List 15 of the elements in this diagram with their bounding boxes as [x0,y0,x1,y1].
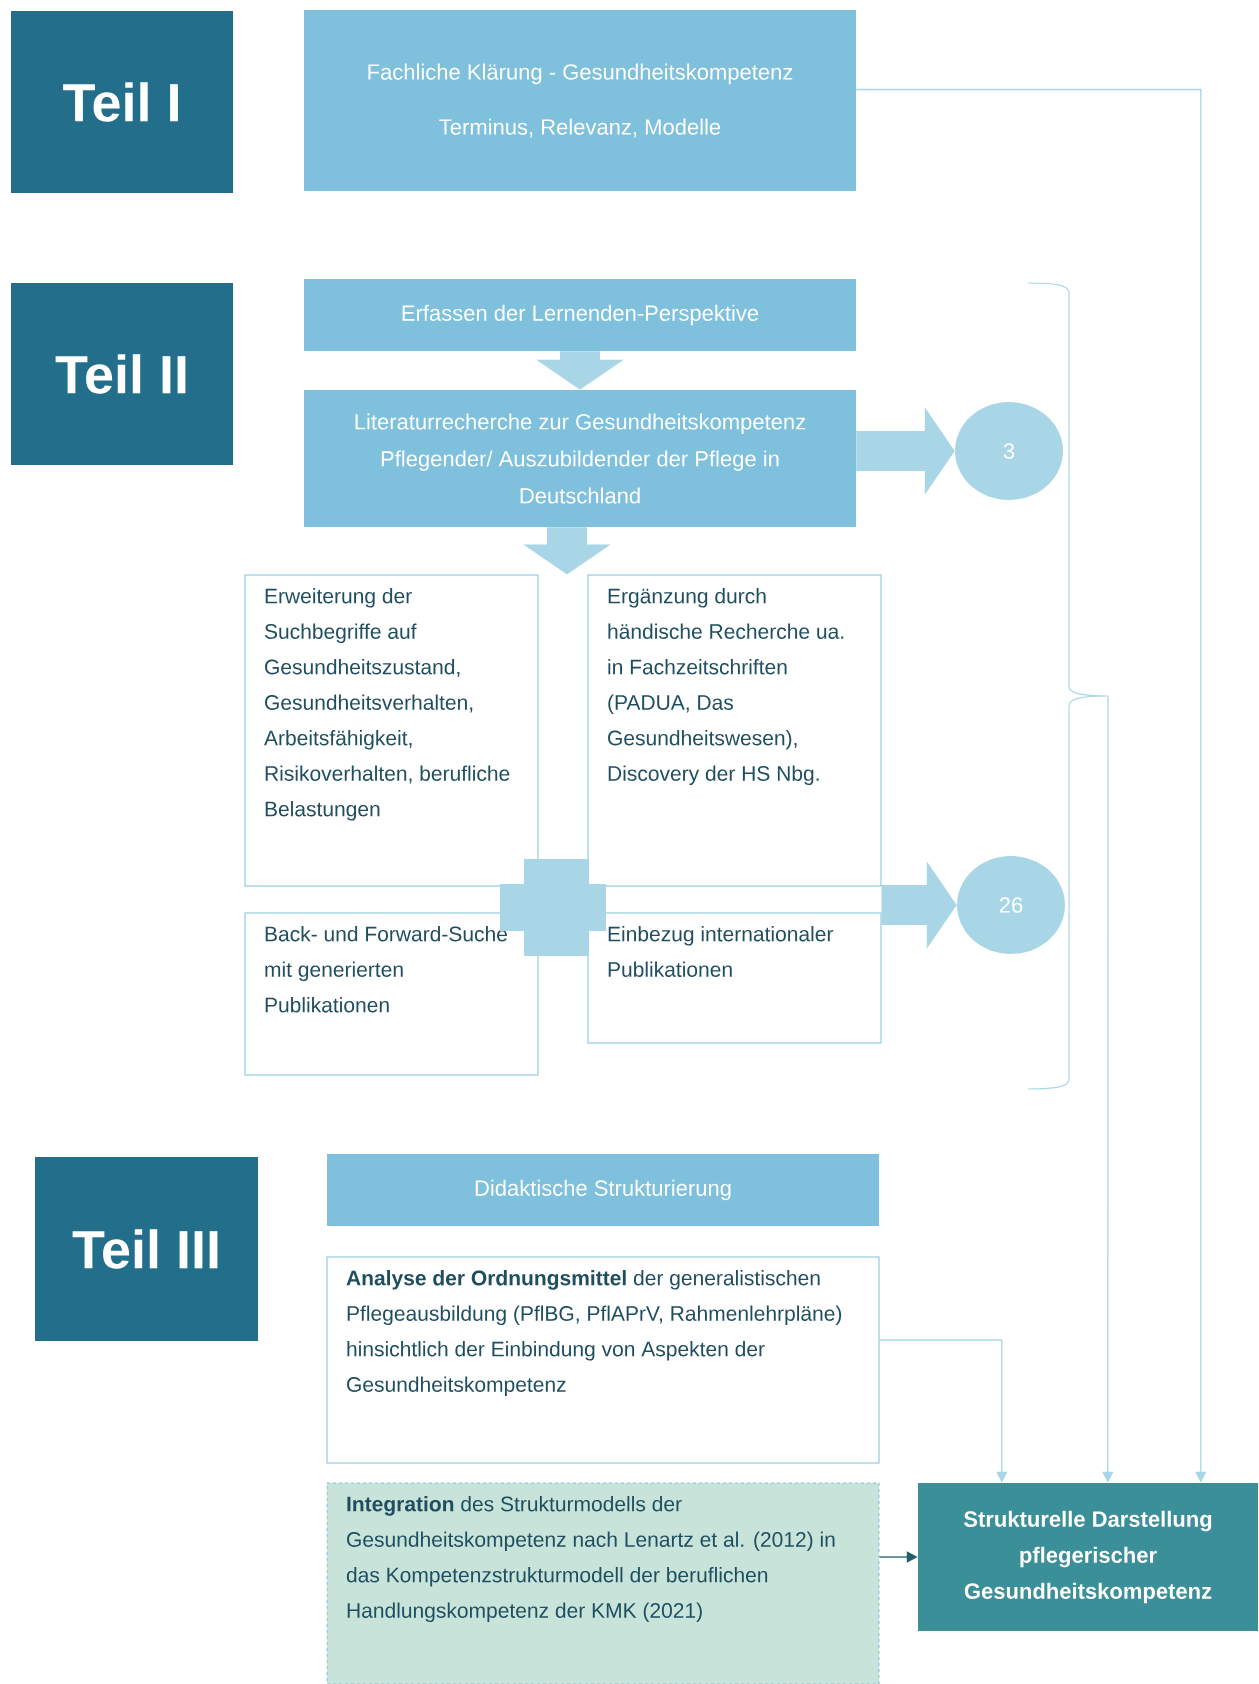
text-box: Einbezug internationaler Publikationen [587,912,882,1044]
brace [1027,282,1109,1090]
text-box: Ergänzung durch händische Recherche ua. in Fachzeitschriften (PADUA, Das Gesundheitswesen), Discovery der HS Nbg. [587,574,882,887]
text-box: Analyse der Ordnungsmittel der generalistischen Pflegeausbildung (PflBG, PflAPrV, Rahmenlehrpläne) hinsichtlich der Einbindung von Aspekten der Gesundheitskompetenz [326,1256,880,1464]
process-box: Fachliche Klärung - Gesundheitskompetenz Terminus, Relevanz, Modelle [304,10,856,191]
result-box: Strukturelle Darstellung pflegerischer Gesundheitskompetenz [918,1483,1258,1631]
part-label-box: Teil I [11,11,233,193]
text-box: Back- und Forward-Suche mit generierten Publikationen [244,912,539,1076]
part-label-box: Teil II [11,283,233,465]
text-box: Integration des Strukturmodells der Gesundheitskompetenz nach Lenartz et al. (2012) in das Kompetenzstrukturmodell der beruflichen Handlungskompetenz der KMK (2021) [326,1482,880,1684]
process-box: Didaktische Strukturierung [327,1154,879,1226]
process-box: Literaturrecherche zur Gesundheitskompetenz Pflegender/ Auszubildender der Pflege in Deutschland [304,390,856,527]
text-box: Erweiterung der Suchbegriffe auf Gesundheitszustand, Gesundheitsverhalten, Arbeitsfähigkeit, Risikoverhalten, berufliche Belastungen [244,574,539,887]
part-label-box: Teil III [35,1157,258,1341]
process-box: Erfassen der Lernenden-Perspektive [304,279,856,351]
